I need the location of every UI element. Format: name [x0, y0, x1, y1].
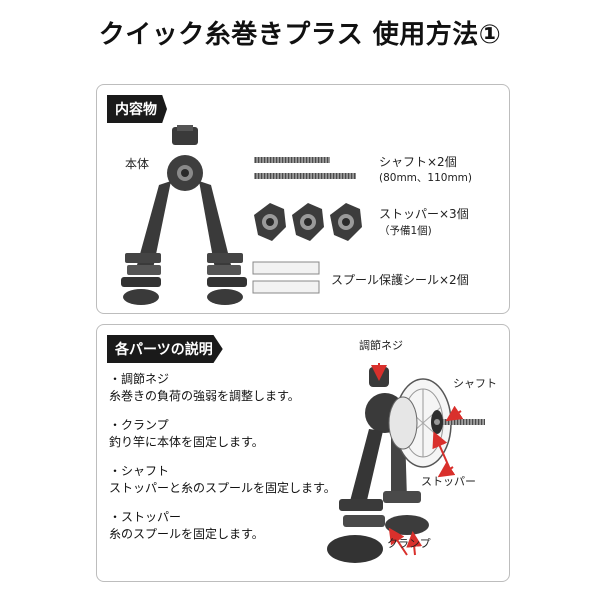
part-description-1: ・調節ネジ 糸巻きの負荷の強弱を調整します。 — [109, 371, 300, 405]
contents-tag: 内容物 — [107, 95, 167, 123]
stopper-label: ストッパー×3個 — [379, 207, 469, 221]
part-heading: ・クランプ — [109, 418, 169, 432]
body-label: 本体 — [125, 157, 150, 171]
part-body: 糸のスプールを固定します。 — [109, 527, 264, 541]
assembled-illustration — [327, 363, 485, 563]
part-heading: ・調節ネジ — [109, 372, 170, 386]
stopper-sub: （予備1個) — [379, 225, 432, 237]
part-description-2: ・クランプ 釣り竿に本体を固定します。 — [109, 417, 264, 451]
callout-adjust-screw: 調節ネジ — [359, 339, 403, 352]
contents-panel: 内容物 本体 シャフト×2個 (80mm、 — [96, 84, 510, 314]
part-description-4: ・ストッパー 糸のスプールを固定します。 — [109, 509, 264, 543]
body-illustration — [121, 125, 247, 305]
part-body: ストッパーと糸のスプールを固定します。 — [109, 481, 336, 495]
part-heading: ・シャフト — [109, 464, 170, 478]
seal-label: スプール保護シール×2個 — [331, 273, 469, 287]
shaft-illustration — [254, 157, 356, 179]
seal-illustration — [252, 261, 320, 294]
parts-tag: 各パーツの説明 — [107, 335, 223, 363]
part-description-3: ・シャフト ストッパーと糸のスプールを固定します。 — [109, 463, 336, 497]
callout-shaft: シャフト — [453, 377, 497, 390]
callout-clamp: クランプ — [387, 537, 431, 550]
part-body: 糸巻きの負荷の強弱を調整します。 — [109, 389, 300, 403]
shaft-label: シャフト×2個 — [379, 155, 457, 169]
page-title: クイック糸巻きプラス 使用方法① — [98, 20, 502, 50]
part-body: 釣り竿に本体を固定します。 — [109, 435, 264, 449]
part-heading: ・ストッパー — [109, 510, 182, 524]
stopper-illustration — [254, 203, 362, 241]
parts-panel: 各パーツの説明 ・調節ネジ 糸巻きの負荷の強弱を調整します。 ・クランプ 釣り竿… — [96, 324, 510, 582]
callout-stopper: ストッパー — [421, 475, 476, 488]
shaft-sub: (80mm、110mm) — [379, 172, 473, 184]
